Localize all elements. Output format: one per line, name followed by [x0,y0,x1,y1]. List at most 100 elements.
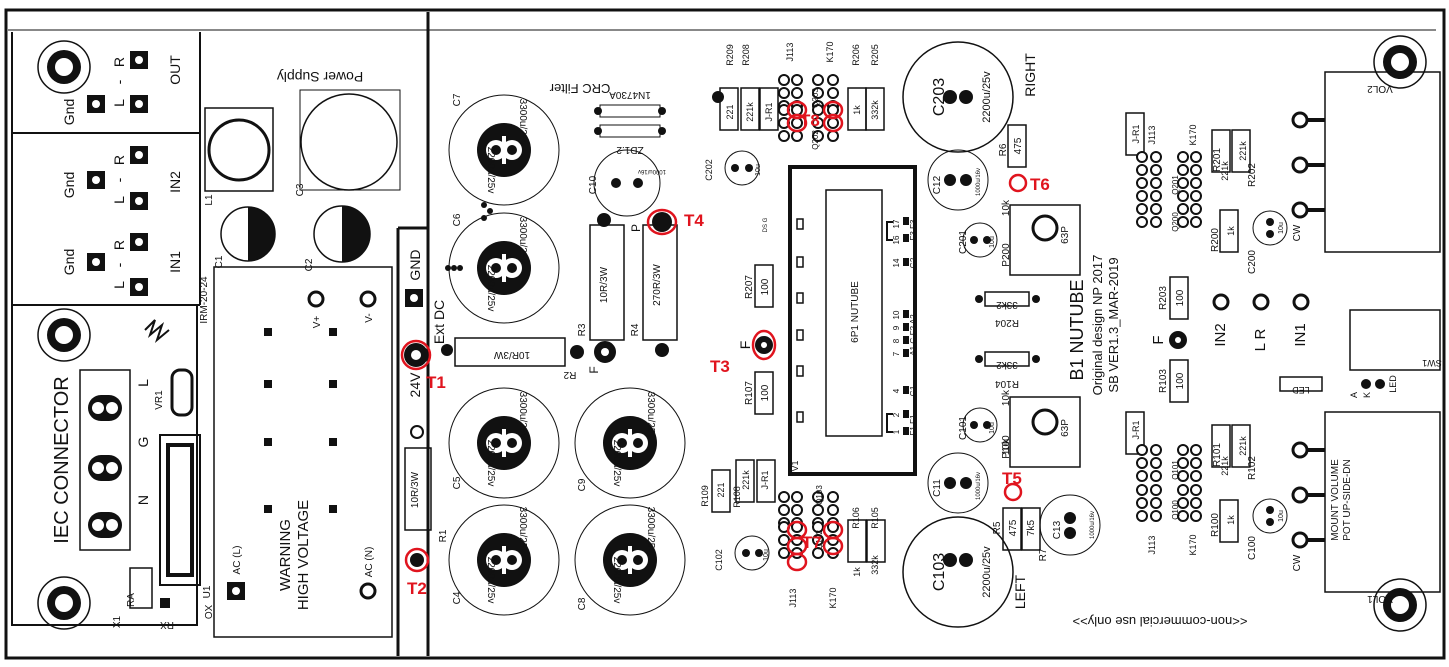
resistor-r207 [754,264,774,308]
c100-label: C100 [1247,536,1258,560]
high-voltage-text: HIGH VOLTAGE [295,500,312,610]
r109-value: 221 [716,482,726,497]
r107-value: 100 [760,384,771,401]
test-point-t7: T7 [802,533,822,552]
c102-label: C102 [714,549,724,571]
r202-value: 221k [1238,141,1248,161]
c11-label: C11 [932,479,943,497]
r106-value: 1k [852,567,862,577]
ra-label: RA [126,593,137,607]
in2-gnd-label: Gnd [61,172,77,198]
led-k-label: K [1362,392,1372,398]
iec-connector-outline [11,304,198,626]
test-point-t2: T2 [407,579,427,598]
l1-label: L1 [204,194,215,206]
r204-label: R204 [995,317,1019,328]
in2-dash: - [111,177,127,182]
c6-value: 3300u/25v [517,217,528,264]
in1-l-label: L [111,281,127,289]
resistor-r6 [1007,124,1027,168]
r209-value: 221 [725,104,735,119]
c103-value: 2200u/25v [981,546,993,598]
vol2-pot [1324,71,1441,253]
p200-type: 63P [1060,226,1071,244]
q103-label: Q103 [815,485,824,505]
in1-r-label: R [111,240,127,250]
cap-c13 [1039,494,1101,556]
p200-value: 10k [1001,199,1012,216]
r204-value: 33k2 [996,299,1018,310]
c100-value: 10u [1278,510,1285,522]
vol2-label: VOL2 [1367,83,1393,94]
varistor-vr1 [170,368,194,417]
resistor-r2 [454,337,566,367]
right-upper-resistors [719,87,885,131]
test-point-t3: T3 [710,357,730,376]
r207-label: R207 [744,275,755,299]
r1-value: 10R/3W [410,471,421,508]
c202-value: 10u [755,164,762,176]
c4-label: C4 [452,591,463,604]
c10-label: C10 [588,175,599,194]
r5-value: 475 [1008,519,1019,536]
r206-label: R206 [851,44,861,66]
test-point-t1: T1 [426,373,446,392]
r103-label: R103 [1158,369,1169,393]
mount-volume-text: MOUNT VOLUME [1330,459,1341,541]
r102-label: R102 [1247,456,1258,480]
f-label: F [587,366,601,373]
test-point-markers [400,100,1028,573]
mount-hole-br [1373,578,1427,632]
c103-label: C103 [931,553,948,591]
r106-label: R106 [851,507,861,529]
resistor-r107 [754,371,774,415]
p100-value-2: 10k [1001,389,1012,406]
cap-c12 [927,149,989,211]
pin-8: 8 [892,338,901,343]
acl-label: AC (L) [232,546,243,575]
cap-c6 [448,212,560,324]
r208-label: R208 [741,44,751,66]
resistor-r1 [404,447,432,531]
crc-filter-header: CRC Filter [549,81,610,96]
resistor-ra [129,567,153,609]
mount-hole-tl [37,40,91,94]
c203-value: 2200u/25v [981,71,993,123]
resistor-r5 [1002,507,1022,551]
lightning-icon [144,319,170,344]
r3-label: R3 [577,323,588,336]
c2-label: C2 [304,258,315,271]
r100-label: R100 [1210,513,1221,537]
cap-c100 [1252,498,1288,534]
iec-l-label: L [135,379,151,387]
c203-label: C203 [931,78,948,116]
r202-label: R202 [1247,163,1258,187]
power-supply-header: Power Supply [277,69,363,85]
r207-value: 100 [760,278,771,295]
g2-label: G2 [909,257,918,268]
r2-label: R2 [563,369,576,380]
pin-9: 9 [892,325,901,330]
c10-value: 1000u/16v [638,168,666,174]
iec-pins [88,395,122,538]
cap-c11 [927,452,989,514]
r201-label: R201 [1212,148,1223,172]
r7-label: R7 [1038,548,1049,561]
c5-label: C5 [452,476,463,489]
sw1-label: SW1 [1422,358,1442,368]
out-dash: - [111,79,127,84]
c8-value-inner: 2200u/25v [611,557,622,604]
c8-label: C8 [577,597,588,610]
c12-value: 1000u/16v [976,168,982,196]
p200-label: P200 [1001,243,1012,267]
vol-in1-label: IN1 [1292,323,1309,346]
p100-value: 10k [1001,438,1012,455]
pin-16: 16 [892,235,901,244]
k170-label-r: K170 [825,41,835,62]
c202-label: C202 [704,159,714,181]
mount-hole-ml [37,308,91,362]
zener-label: 1N4730A [609,89,651,100]
c5-value: 3300u/25v [517,392,528,439]
c9-value-inner: 2200u/25v [611,440,622,487]
